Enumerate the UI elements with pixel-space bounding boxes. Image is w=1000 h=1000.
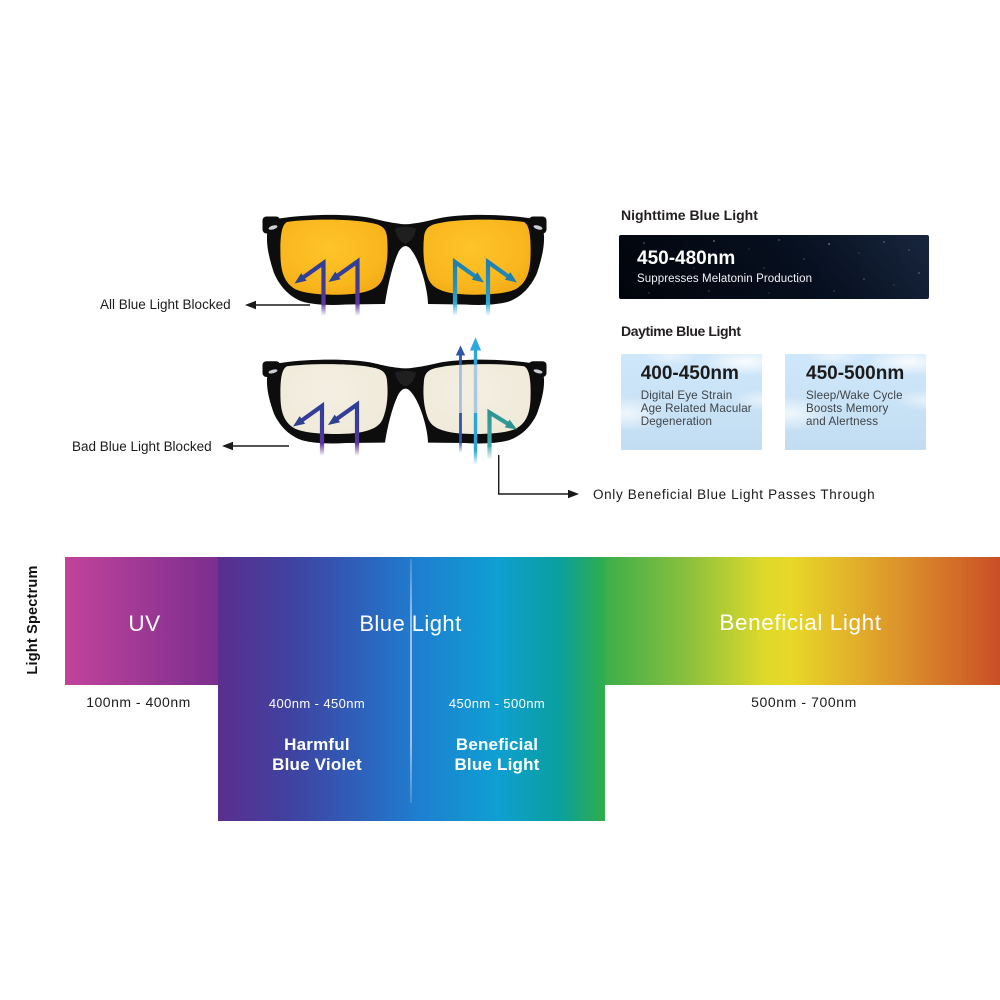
svg-text:Only Beneficial Blue Light Pas: Only Beneficial Blue Light Passes Throug…: [593, 487, 875, 502]
svg-text:All Blue Light Blocked: All Blue Light Blocked: [100, 297, 231, 312]
svg-text:Bad Blue Light Blocked: Bad Blue Light Blocked: [72, 439, 212, 454]
